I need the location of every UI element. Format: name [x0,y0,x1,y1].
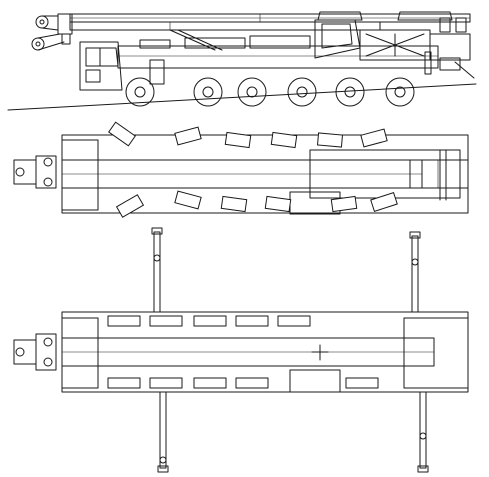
carrier-chassis [117,35,475,85]
side-wheels [125,77,415,107]
outrigger-front-bottom [157,391,169,473]
outrigger-front-top [151,227,163,313]
travel-wheels [108,121,398,218]
travel-hook-block [13,155,57,189]
outrigger-hook-block [13,333,57,371]
outrigger-rear-bottom [417,391,429,473]
boom-head [31,13,73,51]
telescopic-boom [69,11,471,51]
top-view-travel [13,121,469,218]
carrier-cab [79,41,123,91]
top-view-outriggers-extended [13,227,469,473]
side-elevation-view [7,11,477,111]
outrigger-rear-top [409,231,421,313]
ground-line [7,83,477,111]
deck-panels [107,315,379,389]
superstructure [314,17,471,75]
